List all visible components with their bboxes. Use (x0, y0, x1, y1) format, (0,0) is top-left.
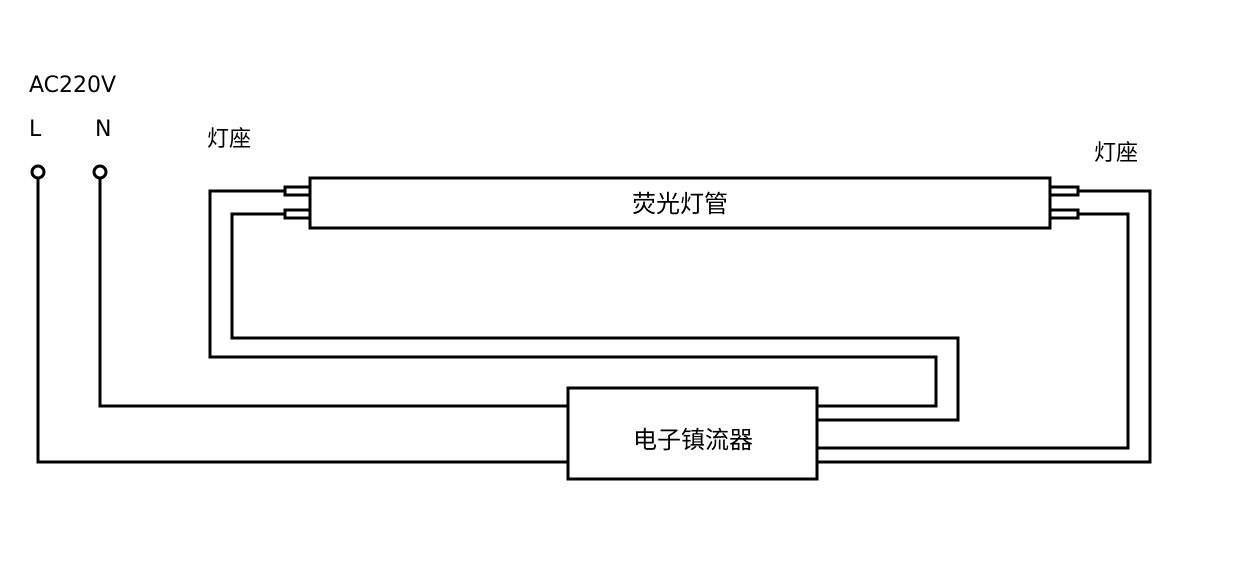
lamp-holder-left-label: 灯座 (207, 127, 252, 152)
tube-pin-left-top (283, 185, 312, 197)
lamp-holder-right-label: 灯座 (1094, 141, 1139, 166)
wire-left-inner (230, 212, 960, 422)
wire-live (36, 178, 568, 464)
tube-pin-left-bottom (283, 208, 312, 220)
wire-left-outer (208, 189, 938, 408)
tube-pin-right-top (1048, 185, 1080, 197)
fluorescent-tube (308, 176, 1052, 230)
wire-right-outer (817, 189, 1152, 464)
terminal-l-label: L (29, 117, 42, 142)
tube-label: 荧光灯管 (632, 190, 728, 218)
supply-voltage-label: AC220V (29, 73, 117, 98)
ballast-label: 电子镇流器 (633, 426, 753, 454)
terminal-n-label: N (95, 117, 112, 142)
wire-neutral (98, 178, 568, 408)
wire-right-inner (817, 212, 1130, 450)
electronic-ballast (566, 386, 819, 481)
terminal-n-icon (92, 164, 108, 180)
tube-pin-right-bottom (1048, 208, 1080, 220)
terminal-l-icon (30, 164, 46, 180)
